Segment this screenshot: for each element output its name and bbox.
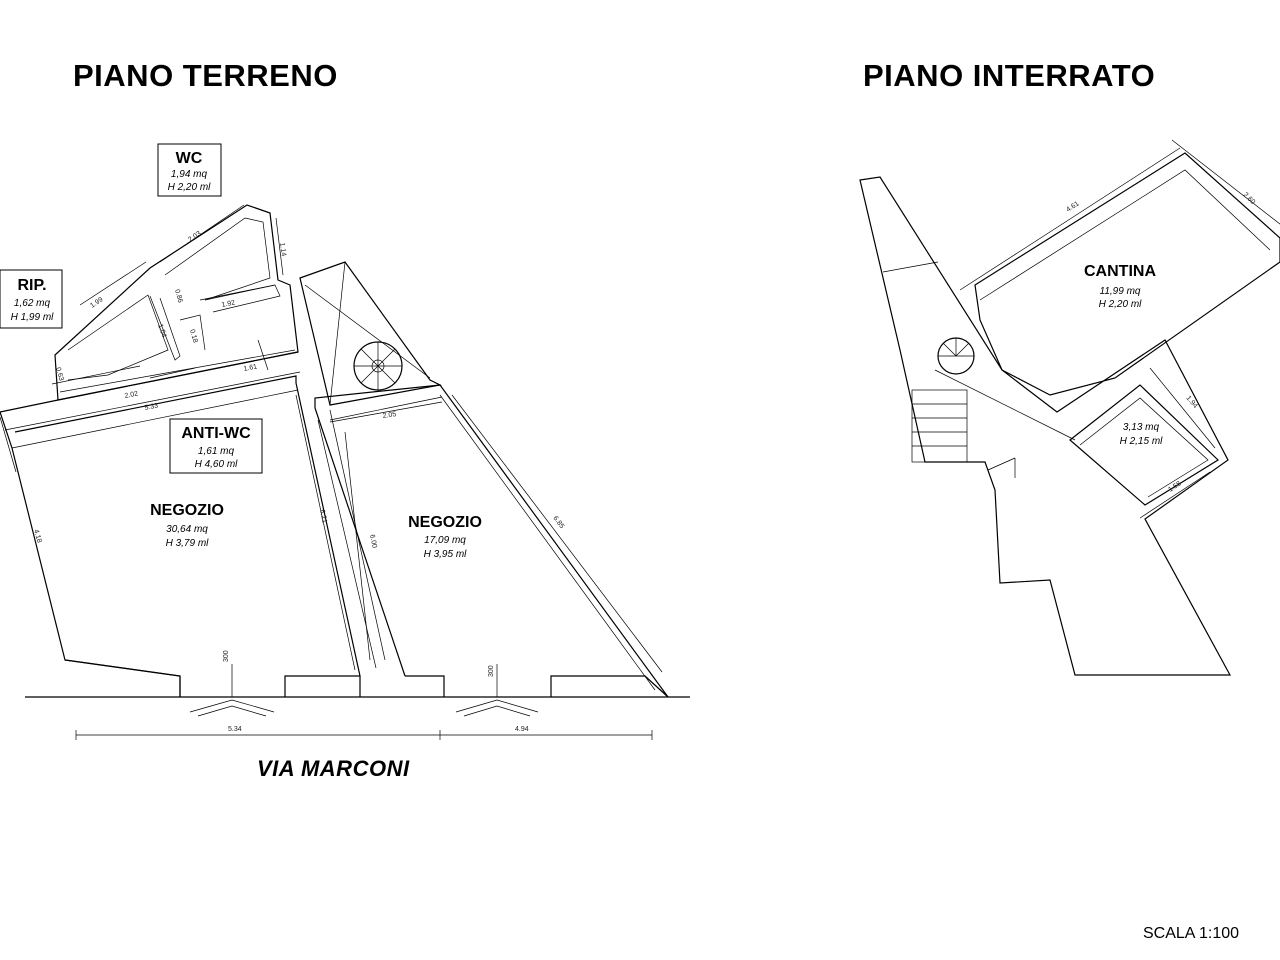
dim-533: 5.33 [144, 402, 159, 411]
ground-floor-plan: 5.34 4.94 5.33 2.02 1.61 2.05 6.21 6.00 … [0, 143, 690, 740]
wall-rip-wc [149, 295, 181, 361]
basement-straight-stair [911, 389, 968, 463]
dim-c-194: 1.94 [1184, 395, 1198, 410]
stair-diag-1 [304, 284, 431, 379]
party-wall-inner-2 [344, 431, 371, 661]
dim-018: 0.18 [188, 329, 199, 344]
dim-621: 6.21 [318, 509, 328, 524]
dim-063: 0.63 [54, 367, 65, 382]
negozio-2-area: 17,09 mq [424, 535, 466, 546]
anti-wc-height: H 4,60 ml [195, 459, 239, 470]
dim-192: 1.92 [221, 299, 236, 308]
door-line-1 [149, 367, 196, 379]
negozio-1-height: H 3,79 ml [166, 538, 210, 549]
rip-height: H 1,99 ml [11, 312, 55, 323]
wall-wc-anti [204, 284, 281, 313]
basement-title: PIANO INTERRATO [863, 58, 1156, 93]
rip-room [67, 294, 169, 381]
basement-misc-lines [882, 139, 1280, 519]
ground-dimension-lines [0, 204, 663, 740]
door-height-2: 300 [488, 665, 495, 677]
negozio-2-name: NEGOZIO [408, 514, 482, 531]
small-room-height: H 2,15 ml [1120, 436, 1164, 447]
dim-685: 6.85 [551, 515, 565, 530]
dim-c-461: 4.61 [1065, 200, 1080, 213]
small-room-inner [1079, 397, 1209, 498]
basement-plan: 4.61 2.60 1.94 1.58 CANTINA 11,99 mq H 2… [859, 139, 1280, 676]
shop-right-back [329, 401, 443, 423]
dim-front-left: 5.34 [228, 726, 242, 733]
cantina-area: 11,99 mq [1100, 286, 1141, 297]
anti-wc-area: 1,61 mq [198, 446, 235, 457]
entrance-marks [189, 664, 539, 717]
scale-label: SCALA 1:100 [1143, 925, 1240, 942]
door-line-2 [51, 365, 141, 385]
dim-205: 2.05 [382, 411, 397, 420]
party-wall-inner [329, 409, 386, 661]
wc-height: H 2,20 ml [168, 182, 212, 193]
dim-202: 2.02 [124, 390, 139, 399]
anti-wc-label-box [169, 418, 263, 474]
anti-wc-door [257, 339, 269, 371]
negozio-1-area: 30,64 mq [166, 524, 208, 535]
stair-diag-2 [329, 261, 346, 406]
negozio-1-name: NEGOZIO [150, 502, 224, 519]
rip-name: RIP. [17, 277, 46, 294]
rip-area: 1,62 mq [14, 298, 51, 309]
street-name: VIA MARCONI [257, 756, 410, 781]
shop-right-inner [439, 394, 656, 691]
basement-outline [859, 176, 1232, 676]
door-height-1: 300 [223, 650, 230, 662]
stair-hall [299, 261, 442, 406]
cantina-height: H 2,20 ml [1099, 299, 1143, 310]
party-wall-b [314, 407, 406, 677]
basement-stair-treads [938, 338, 974, 357]
negozio-2-height: H 3,95 ml [424, 549, 468, 560]
wc-name: WC [176, 150, 203, 167]
anti-wc-name: ANTI-WC [181, 425, 251, 442]
dim-front-right: 4.94 [515, 726, 529, 733]
dim-161: 1.61 [243, 363, 258, 372]
anti-wc-wall [179, 314, 206, 351]
shop-right-walls [314, 384, 669, 698]
front-wall-left [64, 659, 181, 697]
dim-203: 2.03 [187, 230, 202, 243]
front-wall-mid [284, 675, 361, 697]
shop-back-wall [14, 375, 297, 433]
party-wall-a [295, 382, 361, 677]
cantina-name: CANTINA [1084, 263, 1156, 280]
small-room [1069, 384, 1219, 506]
spiral-stair-treads [354, 342, 402, 390]
rip-label-box [0, 269, 63, 329]
wc-area: 1,94 mq [171, 169, 208, 180]
cantina-room [974, 152, 1280, 396]
wc-room [164, 217, 271, 301]
ground-floor-title: PIANO TERRENO [73, 58, 338, 93]
front-wall-right [550, 675, 669, 698]
back-inner-line [11, 389, 299, 449]
wc-label-box [157, 143, 222, 197]
shop-left-wall [0, 411, 181, 697]
front-wall-pier [405, 675, 445, 697]
cantina-inner [979, 169, 1271, 301]
dim-199: 1.99 [89, 296, 104, 309]
small-room-area: 3,13 mq [1123, 422, 1160, 433]
dim-086: 0.86 [173, 289, 184, 304]
dim-600: 6.00 [368, 534, 378, 549]
dim-418: 4.18 [32, 529, 43, 544]
dim-104: 1.04 [156, 323, 167, 338]
dim-114: 1.14 [278, 242, 287, 257]
